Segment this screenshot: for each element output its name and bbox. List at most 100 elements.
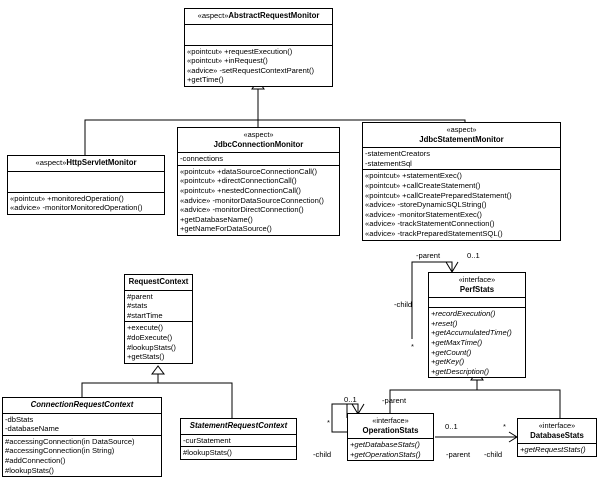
inheritance-line-contexts [81,374,233,418]
attribute: -databaseName [5,424,60,434]
operation-stats-interface: «interface»OperationStats +getDatabaseSt… [347,413,434,462]
operation: +reset() [431,318,458,328]
class-stereotype: «interface» [372,416,409,425]
operation: +getDatabaseName() [180,214,253,224]
operation: #accessingConnection(in DataSource) [5,436,135,446]
operation-stats-self-association [331,403,348,433]
operation: «advice» -monitorMonitoredOperation() [10,203,143,213]
class-stereotype: «aspect» [446,125,477,134]
class-name: AbstractRequestMonitor [228,11,320,20]
op-self-star-label: * [327,418,330,427]
operations-section: +recordExecution() +reset() +getAccumula… [429,308,525,377]
operation: +execute() [127,323,164,333]
db-child-role-label: -child [484,450,503,459]
attributes-section: #parent #stats #startTime [125,291,192,323]
jdbc-statement-monitor-class: «aspect»JdbcStatementMonitor -statementC… [362,122,561,241]
abstract-request-monitor-class: «aspect»AbstractRequestMonitor «pointcut… [184,8,333,87]
class-name: StatementRequestContext [189,421,288,430]
operation: «pointcut» +callCreateStatement() [365,180,481,190]
class-name: PerfStats [459,284,495,294]
class-name: ConnectionRequestContext [30,400,134,409]
attributes-section: -dbStats -databaseName [3,414,161,436]
operation: +getDescription() [431,366,490,376]
database-stats-interface: «interface»DatabaseStats +getRequestStat… [517,418,597,457]
operation: #lookupStats() [183,448,232,458]
operation: +getOperationStats() [350,449,421,459]
operation: +getDatabaseStats() [350,440,420,450]
operation: #addConnection() [5,455,66,465]
attribute: #parent [127,291,153,301]
operation: «advice» -monitorDirectConnection() [180,205,304,215]
attributes-section [429,298,525,309]
perf-parent-multiplicity-label: 0..1 [467,251,480,260]
operation: #doExecute() [127,332,173,342]
operation: «advice» -trackPreparedStatementSQL() [365,228,503,238]
operation: +getKey() [431,357,465,367]
inheritance-arrow-request-context [151,365,165,375]
attribute: -dbStats [5,414,34,424]
operations-section: «pointcut» +requestExecution() «pointcut… [185,46,332,86]
operation: «pointcut» +dataSourceConnectionCall() [180,166,317,176]
class-stereotype: «interface» [458,275,496,284]
operation: «advice» -monitorDataSourceConnection() [180,195,324,205]
operations-section: «pointcut» +dataSourceConnectionCall() «… [178,166,339,235]
operation: +getTime() [187,75,224,85]
op-child-role-label: -child [313,450,332,459]
operation: +getMaxTime() [431,337,483,347]
class-name: RequestContext [128,277,189,286]
attribute: #stats [127,301,148,311]
attributes-section [185,25,332,46]
operation: «advice» -trackStatementConnection() [365,219,495,229]
attribute: #startTime [127,310,163,320]
inheritance-line-aspects [84,89,466,155]
operation: «pointcut» +nestedConnectionCall() [180,185,301,195]
op-parent-role-label: -parent [382,396,407,405]
request-context-class: RequestContext #parent #stats #startTime… [124,274,193,364]
operations-section: «pointcut» +monitoredOperation() «advice… [8,193,164,214]
operation: +recordExecution() [431,309,496,319]
operations-section: «pointcut» +statementExec() «pointcut» +… [363,170,560,239]
attributes-section: -statementCreators -statementSql [363,148,560,171]
operations-section: +getRequestStats() [518,444,596,456]
operation: «pointcut» +inRequest() [187,56,268,66]
class-stereotype: «aspect» [197,11,229,20]
perf-child-multiplicity-label: * [411,342,414,351]
attributes-section: -connections [178,153,339,166]
class-name: OperationStats [362,425,419,435]
operation: «pointcut» +callCreatePreparedStatement(… [365,190,512,200]
jdbc-connection-monitor-class: «aspect»JdbcConnectionMonitor -connectio… [177,127,340,236]
op-db-multiplicity-many-label: * [503,422,506,431]
class-name: HttpServletMonitor [66,158,137,167]
perf-stats-self-association [411,261,453,339]
perf-parent-role-label: -parent [416,251,441,260]
operation: «advice» -setRequestContextParent() [187,65,315,75]
statement-request-context-class: StatementRequestContext -curStatement #l… [180,418,297,460]
class-stereotype: «aspect» [243,130,274,139]
class-stereotype: «interface» [538,421,576,430]
operation: «pointcut» +directConnectionCall() [180,176,297,186]
operation: +getNameForDataSource() [180,224,272,234]
connection-request-context-class: ConnectionRequestContext -dbStats -datab… [2,397,162,478]
operation: +getRequestStats() [520,445,586,455]
operation: «pointcut» +statementExec() [365,171,462,181]
operations-section: +execute() #doExecute() #lookupStats() +… [125,322,192,362]
attributes-section: -curStatement [181,435,296,448]
operation: #accessingConnection(in String) [5,446,115,456]
operation: +getStats() [127,352,165,362]
inheritance-line-stats [389,380,561,418]
perf-child-role-label: -child [394,300,413,309]
attributes-section [8,172,164,193]
operation: +getCount() [431,347,472,357]
operation: «advice» -monitorStatementExec() [365,209,482,219]
op-db-multiplicity-one-label: 0..1 [445,422,458,431]
op-self-multiplicity-label: 0..1 [344,395,357,404]
attribute: -curStatement [183,435,231,445]
perf-stats-interface: «interface»PerfStats +recordExecution() … [428,272,526,379]
op-db-parent-role-label: -parent [446,450,471,459]
operations-section: #accessingConnection(in DataSource) #acc… [3,436,161,476]
class-name: DatabaseStats [530,430,584,440]
http-servlet-monitor-class: «aspect»HttpServletMonitor «pointcut» +m… [7,155,165,215]
operation: «pointcut» +monitoredOperation() [10,193,124,203]
attribute: -statementSql [365,158,412,168]
class-stereotype: «aspect» [35,158,67,167]
